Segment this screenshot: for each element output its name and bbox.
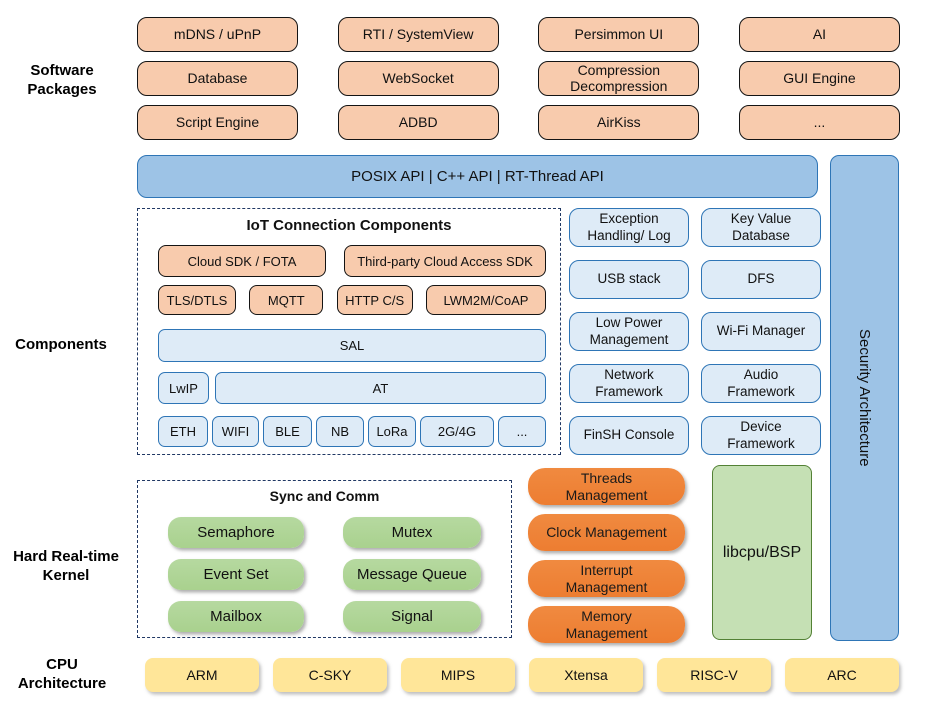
iot-group-title: IoT Connection Components bbox=[246, 217, 452, 234]
mgmt-threads-management: Threads Management bbox=[528, 468, 685, 505]
package-mdns-upnp: mDNS / uPnP bbox=[137, 17, 298, 52]
component-usb-stack: USB stack bbox=[569, 260, 689, 299]
kernel-management-stack: Threads Management Clock Management Inte… bbox=[528, 468, 685, 643]
mgmt-interrupt-management: Interrupt Management bbox=[528, 560, 685, 597]
package-database: Database bbox=[137, 61, 298, 96]
package-ai: AI bbox=[738, 17, 900, 52]
label-components: Components bbox=[15, 336, 107, 353]
iot-link-eth: ETH bbox=[158, 416, 208, 447]
sync-mailbox: Mailbox bbox=[168, 601, 304, 632]
iot-link-lora: LoRa bbox=[368, 416, 416, 447]
iot-sal-layer: SAL bbox=[158, 329, 546, 362]
package-compression-decompression: Compression Decompression bbox=[538, 61, 700, 96]
iot-link-nb: NB bbox=[316, 416, 364, 447]
sync-event-set: Event Set bbox=[168, 559, 304, 590]
iot-link-row: ETH WIFI BLE NB LoRa 2G/4G ... bbox=[158, 416, 546, 447]
component-key-value-database: Key Value Database bbox=[701, 208, 821, 247]
security-architecture-bar: Security Architecture bbox=[830, 155, 899, 641]
iot-link-ble: BLE bbox=[263, 416, 312, 447]
sync-mutex: Mutex bbox=[343, 517, 481, 548]
mgmt-memory-management: Memory Management bbox=[528, 606, 685, 643]
sync-group-title: Sync and Comm bbox=[269, 488, 380, 504]
label-cpu-architecture: CPU Architecture bbox=[17, 656, 107, 692]
sync-and-comm-group: Sync and Comm Semaphore Mutex Event Set … bbox=[137, 480, 512, 638]
cpu-csky: C-SKY bbox=[273, 658, 387, 692]
iot-mqtt: MQTT bbox=[249, 285, 324, 315]
package-airkiss: AirKiss bbox=[538, 105, 700, 140]
component-dfs: DFS bbox=[701, 260, 821, 299]
component-finsh-console: FinSH Console bbox=[569, 416, 689, 455]
iot-stack-row: LwIP AT bbox=[158, 372, 546, 404]
iot-lwm2m-coap: LWM2M/CoAP bbox=[425, 285, 546, 315]
iot-third-party-sdk: Third-party Cloud Access SDK bbox=[344, 245, 546, 277]
posix-api-bar: POSIX API | C++ API | RT-Thread API bbox=[137, 155, 818, 198]
sync-message-queue: Message Queue bbox=[343, 559, 481, 590]
package-script-engine: Script Engine bbox=[137, 105, 298, 140]
component-exception-handling-log: Exception Handling/ Log bbox=[569, 208, 689, 247]
component-wifi-manager: Wi-Fi Manager bbox=[701, 312, 821, 351]
iot-link-wifi: WIFI bbox=[212, 416, 259, 447]
package-rti-systemview: RTI / SystemView bbox=[337, 17, 499, 52]
software-packages-grid: mDNS / uPnP RTI / SystemView Persimmon U… bbox=[137, 17, 900, 140]
component-network-framework: Network Framework bbox=[569, 364, 689, 403]
mgmt-clock-management: Clock Management bbox=[528, 514, 685, 551]
component-audio-framework: Audio Framework bbox=[701, 364, 821, 403]
iot-http-cs: HTTP C/S bbox=[336, 285, 413, 315]
iot-link-2g4g: 2G/4G bbox=[420, 416, 494, 447]
sync-grid: Semaphore Mutex Event Set Message Queue … bbox=[168, 517, 481, 632]
cpu-arc: ARC bbox=[785, 658, 899, 692]
cpu-mips: MIPS bbox=[401, 658, 515, 692]
libcpu-bsp-box: libcpu/BSP bbox=[712, 465, 812, 640]
component-low-power-management: Low Power Management bbox=[569, 312, 689, 351]
label-hard-realtime-kernel: Hard Real-time Kernel bbox=[13, 548, 119, 584]
iot-connection-components-group: IoT Connection Components Cloud SDK / FO… bbox=[137, 208, 561, 455]
cpu-arm: ARM bbox=[145, 658, 259, 692]
package-adbd: ADBD bbox=[337, 105, 499, 140]
iot-tls-dtls: TLS/DTLS bbox=[158, 285, 236, 315]
cpu-xtensa: Xtensa bbox=[529, 658, 643, 692]
iot-sdk-row: Cloud SDK / FOTA Third-party Cloud Acces… bbox=[158, 245, 546, 277]
label-software-packages: Software Packages bbox=[27, 62, 97, 98]
iot-cloud-sdk-fota: Cloud SDK / FOTA bbox=[158, 245, 326, 277]
sync-semaphore: Semaphore bbox=[168, 517, 304, 548]
package-persimmon-ui: Persimmon UI bbox=[538, 17, 700, 52]
package-gui-engine: GUI Engine bbox=[738, 61, 900, 96]
iot-protocol-row: TLS/DTLS MQTT HTTP C/S LWM2M/CoAP bbox=[158, 285, 546, 315]
package-websocket: WebSocket bbox=[337, 61, 499, 96]
sync-signal: Signal bbox=[343, 601, 481, 632]
iot-at: AT bbox=[215, 372, 546, 404]
iot-link-more: ... bbox=[498, 416, 546, 447]
cpu-architecture-row: ARM C-SKY MIPS Xtensa RISC-V ARC bbox=[145, 658, 899, 692]
components-grid: Exception Handling/ Log Key Value Databa… bbox=[569, 208, 821, 455]
iot-lwip: LwIP bbox=[158, 372, 209, 404]
component-device-framework: Device Framework bbox=[701, 416, 821, 455]
cpu-riscv: RISC-V bbox=[657, 658, 771, 692]
package-more: ... bbox=[738, 105, 900, 140]
